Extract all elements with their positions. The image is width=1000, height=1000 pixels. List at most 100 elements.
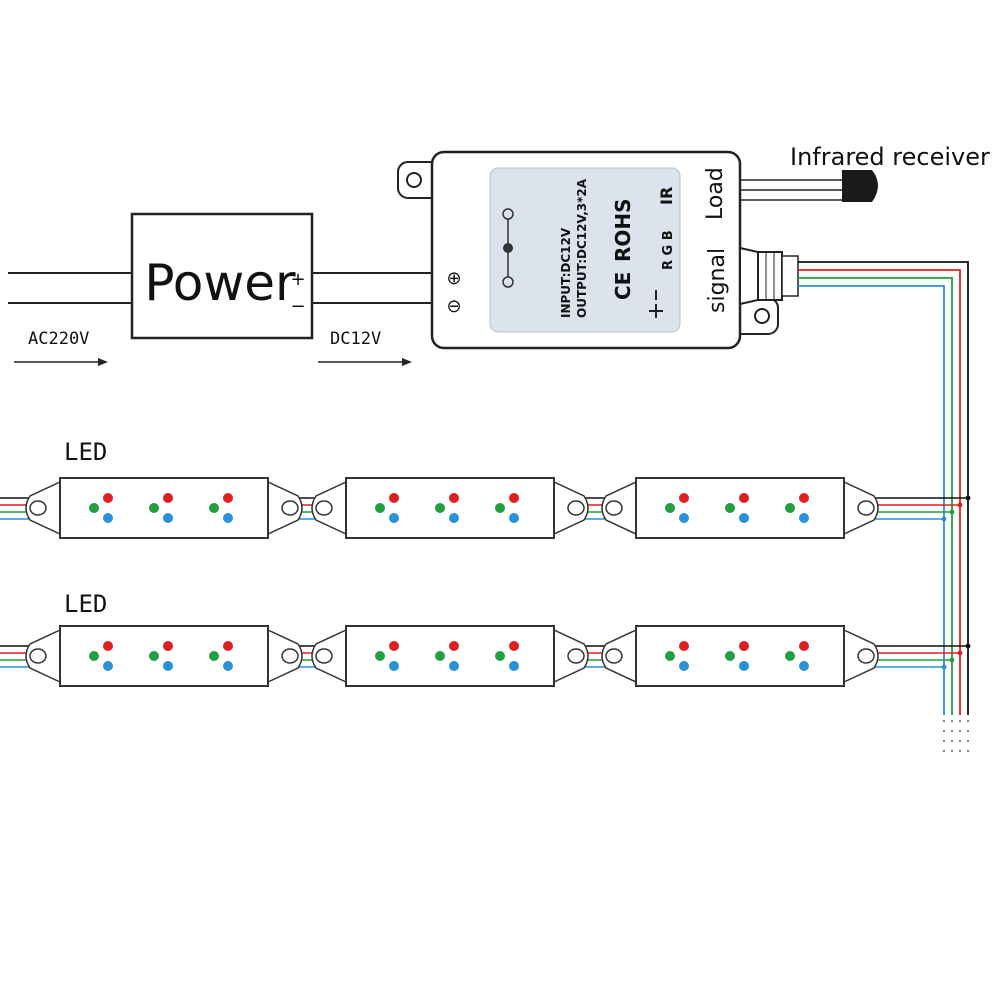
blue-led-icon [163,513,173,523]
infrared-receiver-label: Infrared receiver [790,143,990,171]
blue-led-icon [679,513,689,523]
red-led-icon [799,641,809,651]
red-led-icon [103,641,113,651]
red-led-icon [739,493,749,503]
green-led-icon [209,651,219,661]
green-led-icon [785,651,795,661]
power-label: Power [144,254,296,312]
green-led-icon [495,503,505,513]
led-module [25,477,303,539]
green-led-icon [89,503,99,513]
led-module [601,477,879,539]
red-led-icon [799,493,809,503]
mount-hole-icon [406,172,422,188]
plus-terminal-icon: ⊕ [446,268,461,289]
green-led-icon [725,503,735,513]
mount-hole-icon [29,500,47,516]
red-led-icon [449,493,459,503]
mount-hole-icon [857,500,875,516]
dc-polarity-icon [502,208,514,288]
controller-label-panel [489,167,681,333]
mount-hole-icon [281,648,299,664]
green-led-icon [149,503,159,513]
green-led-icon [435,651,445,661]
led-module [601,625,879,687]
red-led-icon [103,493,113,503]
blue-led-icon [799,661,809,671]
red-led-icon [163,641,173,651]
power-minus: − [290,296,305,317]
led-row-2-label: LED [64,590,107,618]
mount-hole-icon [857,648,875,664]
blue-led-icon [679,661,689,671]
green-led-icon [665,503,675,513]
red-led-icon [223,641,233,651]
led-module-body [59,477,269,539]
ce-mark: CE [611,272,635,300]
ac-arrowhead [98,358,108,366]
rohs-mark: ROHS [611,198,635,262]
ac-voltage-label: AC220V [28,329,89,349]
blue-led-icon [509,513,519,523]
led-module [311,625,589,687]
controller-input-spec: INPUT:DC12V [559,227,573,318]
plus-pin-icon [649,290,663,318]
red-led-icon [389,641,399,651]
signal-connector-icon [739,246,799,306]
green-led-icon [89,651,99,661]
mount-hole-icon [29,648,47,664]
signal-label: signal [705,248,730,313]
power-plus: + [290,269,305,290]
blue-led-icon [509,661,519,671]
mount-hole-icon [605,500,623,516]
red-led-icon [739,641,749,651]
green-led-icon [665,651,675,661]
ir-mark: IR [657,187,676,205]
red-led-icon [389,493,399,503]
blue-led-icon [739,661,749,671]
mount-hole-icon [754,308,770,324]
green-led-icon [435,503,445,513]
blue-led-icon [389,661,399,671]
blue-led-icon [799,513,809,523]
red-led-icon [509,493,519,503]
rgb-mark: R G B [661,230,676,270]
led-row-1-label: LED [64,438,107,466]
green-led-icon [149,651,159,661]
blue-led-icon [449,661,459,671]
led-module [25,625,303,687]
blue-led-icon [223,661,233,671]
red-led-icon [509,641,519,651]
led-module [311,477,589,539]
red-led-icon [163,493,173,503]
load-label: Load [703,167,728,220]
mount-hole-icon [567,648,585,664]
blue-led-icon [449,513,459,523]
mount-hole-icon [315,500,333,516]
blue-led-icon [103,661,113,671]
blue-led-icon [739,513,749,523]
blue-led-icon [223,513,233,523]
led-row [0,477,971,539]
signal-bus [798,261,969,715]
led-strips [0,477,971,687]
red-led-icon [679,641,689,651]
green-led-icon [495,651,505,661]
green-led-icon [209,503,219,513]
red-led-icon [449,641,459,651]
dc-voltage-label: DC12V [330,329,381,349]
infrared-receiver-icon [842,170,878,202]
led-row [0,625,971,687]
green-led-icon [375,651,385,661]
dc-arrowhead [402,358,412,366]
green-led-icon [375,503,385,513]
mount-hole-icon [605,648,623,664]
blue-led-icon [103,513,113,523]
bus-continuation [943,720,969,760]
green-led-icon [785,503,795,513]
blue-led-icon [163,661,173,671]
mount-hole-icon [281,500,299,516]
red-led-icon [223,493,233,503]
minus-terminal-icon: ⊖ [446,296,461,317]
